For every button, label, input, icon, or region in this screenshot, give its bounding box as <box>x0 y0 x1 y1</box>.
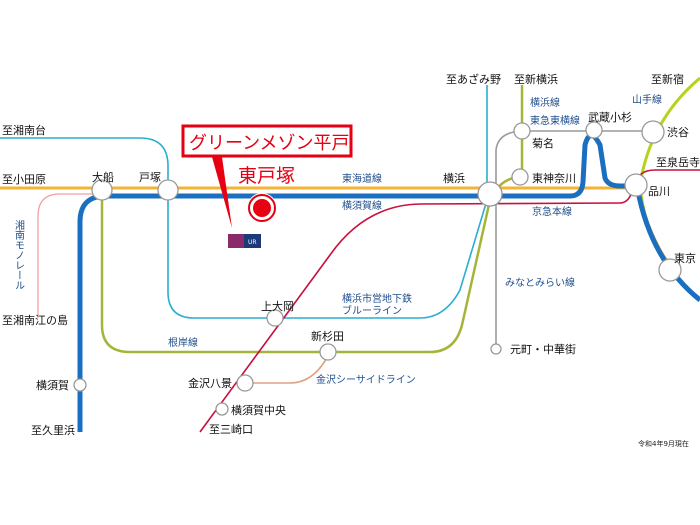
station-kanazawahakkei[interactable] <box>236 374 254 392</box>
line-label-yokohama: 横浜線 <box>530 96 560 109</box>
ur-logo-text: UR <box>248 239 257 246</box>
ur-logo-mark <box>228 234 244 248</box>
line-label-tokaido: 東海道線 <box>342 172 382 185</box>
dest-shinyokohama: 至新横浜 <box>514 72 558 86</box>
label-kamiooka: 上大岡 <box>261 299 294 313</box>
dest-shinjuku: 至新宿 <box>651 72 684 86</box>
target-marker-ring <box>248 194 276 222</box>
line-label-monorail: 湘南モノレール <box>13 219 25 290</box>
station-kamiooka[interactable] <box>266 309 284 327</box>
callout-box <box>181 124 353 158</box>
label-totsuka: 戸塚 <box>139 171 161 184</box>
station-yokosuka[interactable] <box>73 378 87 392</box>
station-tokyo[interactable] <box>658 258 682 282</box>
line-label-yamanote: 山手線 <box>632 93 662 106</box>
line-label-blueline-1: 横浜市営地下鉄 <box>342 292 412 305</box>
callout-pointer <box>212 157 232 228</box>
dest-sengakuji: 至泉岳寺 <box>656 155 700 169</box>
station-kikuna[interactable] <box>513 122 531 140</box>
station-yokosukachuo[interactable] <box>215 402 229 416</box>
label-higashikanagawa: 東神奈川 <box>532 171 576 185</box>
station-shibuya[interactable] <box>641 120 665 144</box>
label-yokosuka: 横須賀 <box>36 378 69 392</box>
line-label-minatomirai: みなとみらい線 <box>505 276 575 289</box>
blueline-line <box>0 85 488 319</box>
label-kanazawahakkei: 金沢八景 <box>188 376 232 390</box>
label-motomachi: 元町・中華街 <box>510 342 576 356</box>
label-shibuya: 渋谷 <box>667 126 689 139</box>
dest-shonandai: 至湘南台 <box>2 123 46 137</box>
label-shinsugita: 新杉田 <box>311 329 344 343</box>
station-higashikanagawa[interactable] <box>511 168 529 186</box>
ur-logo-box <box>244 234 261 248</box>
line-label-negishi: 根岸線 <box>168 336 198 349</box>
line-label-toyoko: 東急東横線 <box>530 114 580 127</box>
line-label-keikyu: 京急本線 <box>532 205 572 218</box>
station-totsuka[interactable] <box>157 179 179 201</box>
dest-enoshima: 至湘南江の島 <box>2 313 68 327</box>
station-musashikosugi[interactable] <box>585 121 603 139</box>
station-shinsugita[interactable] <box>319 343 337 361</box>
dest-odawara: 至小田原 <box>2 173 46 186</box>
toyoko-line <box>495 130 653 349</box>
label-kikuna: 菊名 <box>532 136 554 150</box>
label-shinagawa: 品川 <box>648 185 670 198</box>
target-marker-icon[interactable] <box>253 199 271 217</box>
target-station-name: 東戸塚 <box>238 165 295 187</box>
property-name: グリーンメゾン平戸 <box>189 133 350 154</box>
as-of-note: 令和4年9月現在 <box>638 439 689 448</box>
station-ofuna[interactable] <box>91 179 113 201</box>
label-musashikosugi: 武蔵小杉 <box>588 110 632 124</box>
dest-kurihama: 至久里浜 <box>31 424 75 437</box>
line-label-seaside: 金沢シーサイドライン <box>316 373 416 386</box>
keikyu-line <box>199 169 700 433</box>
line-label-yokosuka: 横須賀線 <box>342 199 382 212</box>
label-yokohama: 横浜 <box>443 171 465 185</box>
line-label-blueline-2: ブルーライン <box>342 304 402 317</box>
label-ofuna: 大船 <box>92 170 114 184</box>
station-shinagawa[interactable] <box>624 173 648 197</box>
label-tokyo: 東京 <box>674 251 696 265</box>
station-yokohama[interactable] <box>477 181 503 207</box>
yokosuka-line <box>77 133 700 432</box>
dest-azamino: 至あざみ野 <box>446 72 501 86</box>
label-yokosukachuo: 横須賀中央 <box>231 403 286 417</box>
dest-misakiguchi: 至三崎口 <box>209 422 253 436</box>
monorail-line <box>37 193 102 318</box>
station-motomachi[interactable] <box>490 343 502 355</box>
